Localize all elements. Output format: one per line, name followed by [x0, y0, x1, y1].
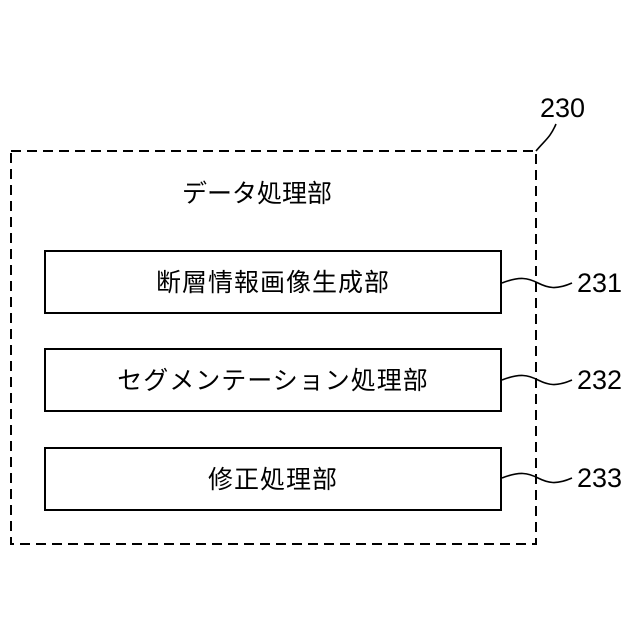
- block-label: セグメンテーション処理部: [117, 368, 429, 393]
- block-tomographic-image-generator: 断層情報画像生成部: [44, 250, 502, 314]
- ref-label-231: 231: [577, 270, 622, 297]
- block-correction-processor: 修正処理部: [44, 447, 502, 511]
- leader-line-230: [536, 124, 556, 151]
- ref-label-233: 233: [577, 465, 622, 492]
- block-label: 断層情報画像生成部: [156, 270, 390, 295]
- block-label: 修正処理部: [208, 467, 338, 492]
- block-segmentation-processor: セグメンテーション処理部: [44, 348, 502, 412]
- ref-label-230: 230: [540, 95, 585, 122]
- outer-block-title: データ処理部: [182, 181, 332, 206]
- ref-label-232: 232: [577, 367, 622, 394]
